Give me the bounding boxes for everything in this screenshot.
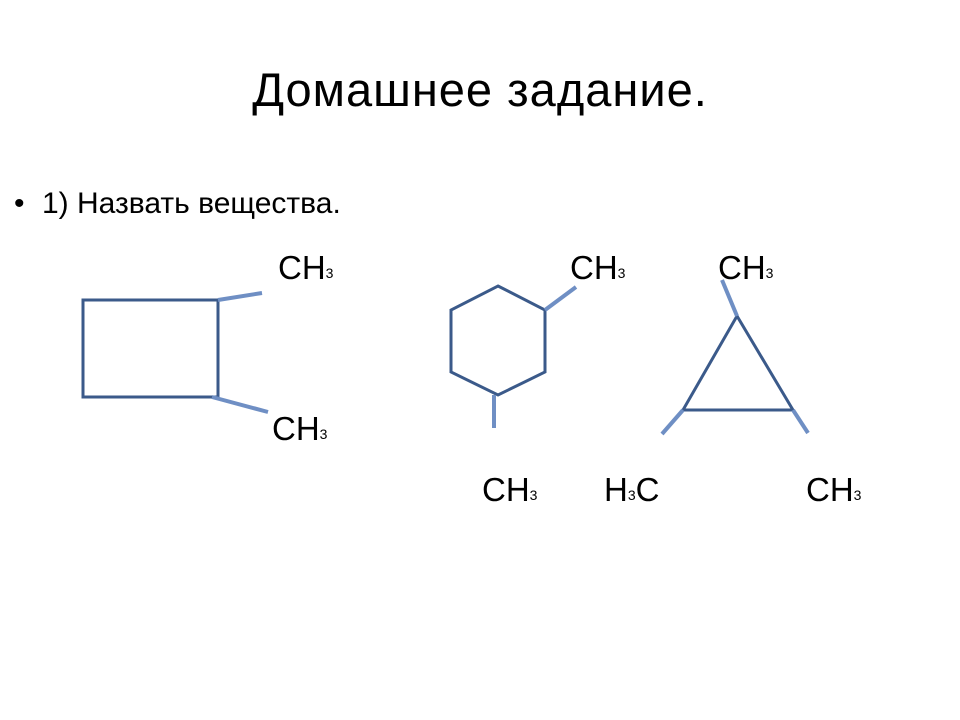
cyclobutane-top-label: CH3 [278,251,333,284]
label-text: CH [482,471,530,508]
label-text: H [604,471,628,508]
cyclobutane-ring [81,298,220,399]
label-text: CH [278,249,326,286]
cyclopropane-bond-top [720,279,739,317]
label-text: CH [806,471,854,508]
cyclopropane-bond-left [660,408,685,436]
label-subscript: 3 [529,487,538,503]
label-text: CH [272,410,320,447]
cyclohexane-top-label: CH3 [570,251,625,284]
cyclopropane-right-label: CH3 [806,473,861,506]
cyclohexane-bond-top [543,285,578,312]
label-subscript: 3 [765,265,774,281]
label-subscript: 3 [325,265,334,281]
cyclopropane-top-label: CH3 [718,251,773,284]
cyclopropane-bond-right [791,408,810,435]
cyclopropane-left-label: H3C [604,473,659,506]
bullet-icon: • [14,187,25,220]
label-text: CH [718,249,766,286]
cyclopropane-ring [680,313,796,412]
label-subscript: 3 [627,487,636,503]
label-subscript: 3 [853,487,862,503]
cyclobutane-bond-top [217,291,263,302]
label-text: CH [570,249,618,286]
slide-title: Домашнее задание. [252,63,708,116]
label-subscript: 3 [319,426,328,442]
label-subscript: 3 [617,265,626,281]
cyclohexane-bottom-label: CH3 [482,473,537,506]
cyclobutane-bond-bottom [211,395,269,414]
cyclohexane-ring [449,284,547,397]
label-text: C [635,471,660,508]
cyclobutane-bottom-label: CH3 [272,412,327,445]
task-item: • 1) Назвать вещества. [14,187,341,221]
task-text: 1) Назвать вещества. [42,187,341,220]
